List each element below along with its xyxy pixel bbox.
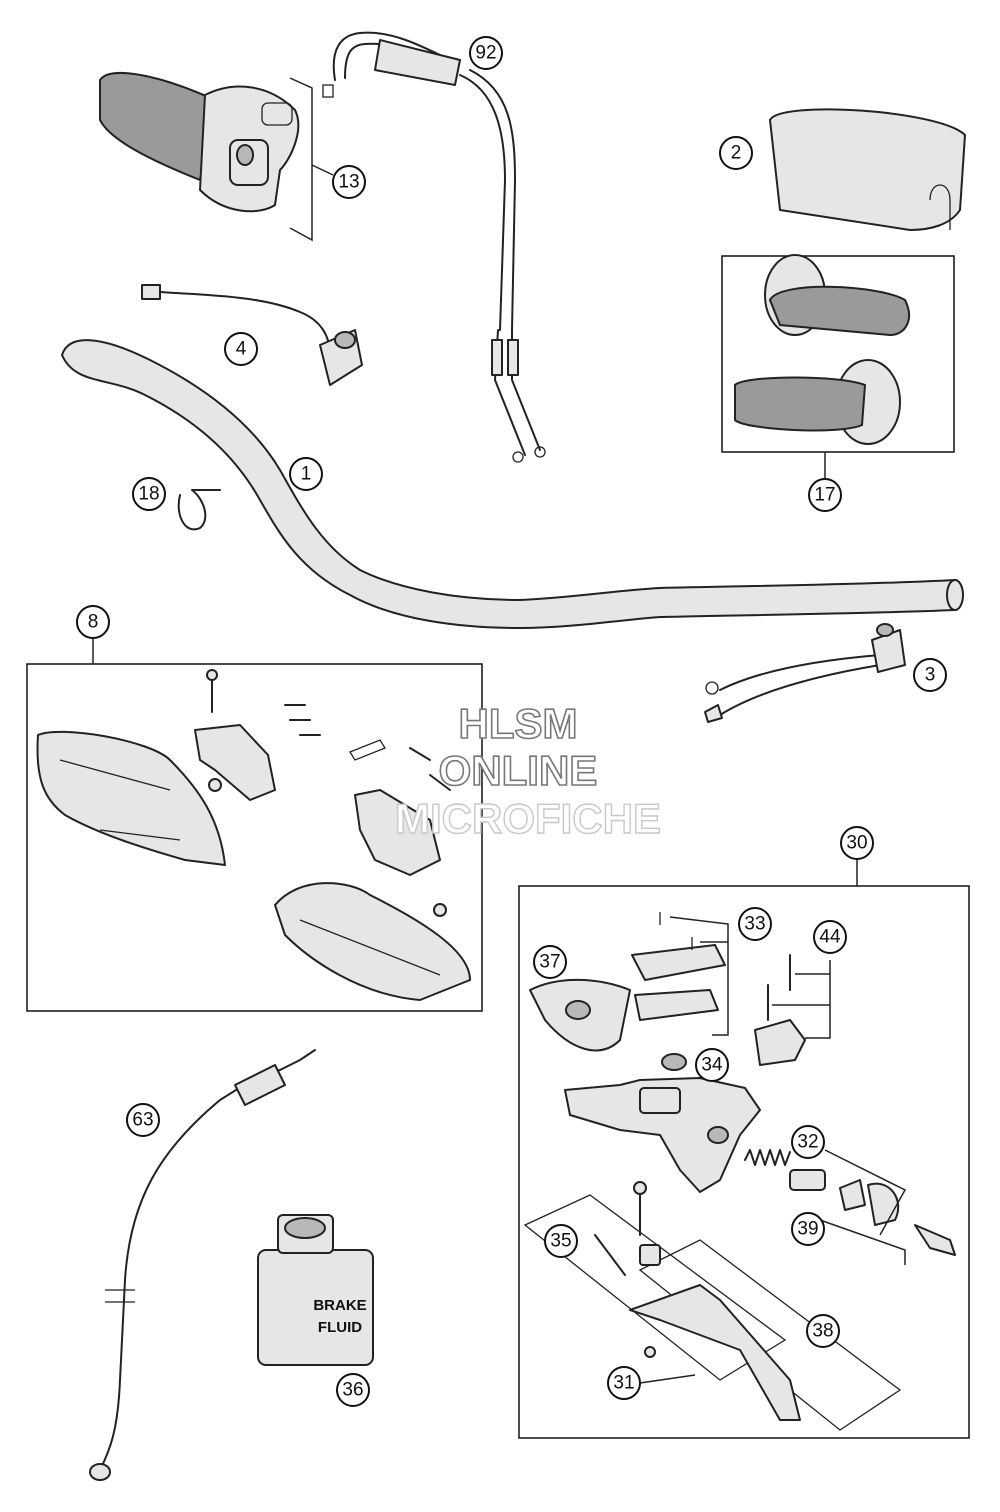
callout-8[interactable]: 8 [76,605,110,639]
grip-set [721,254,955,478]
callout-4[interactable]: 4 [224,332,258,366]
callout-label: 44 [819,927,841,948]
callout-35[interactable]: 35 [544,1224,578,1258]
callout-label: 3 [925,665,936,686]
callout-label: 32 [797,1132,818,1153]
callout-label: 36 [342,1380,363,1401]
callout-1[interactable]: 1 [289,457,323,491]
callout-32[interactable]: 32 [791,1125,825,1159]
bottle-label-line1: BRAKE [313,1297,366,1314]
callout-label: 35 [550,1231,571,1252]
watermark-line2: ONLINE [439,747,598,794]
stop-switch [141,284,363,386]
callout-2[interactable]: 2 [719,136,753,170]
callout-33[interactable]: 33 [738,907,772,941]
watermark-line1: HLSM [459,700,578,747]
callout-44[interactable]: 44 [813,920,847,954]
handguard-kit [26,638,483,1012]
callout-label: 2 [731,143,742,164]
callout-label: 17 [814,485,835,506]
brake-fluid-bottle: BRAKE FLUID [257,1214,374,1366]
callout-38[interactable]: 38 [806,1314,840,1348]
callout-36[interactable]: 36 [336,1373,370,1407]
callout-37[interactable]: 37 [533,945,567,979]
throttle-cables [332,31,546,463]
callout-92[interactable]: 92 [469,36,503,70]
callout-label: 13 [338,172,359,193]
callout-label: 18 [138,484,159,505]
callout-3[interactable]: 3 [913,658,947,692]
callout-label: 1 [301,464,312,485]
callout-label: 4 [236,339,247,360]
handlebar-pad [769,108,966,231]
watermark-line3: MICROFICHE [395,795,661,842]
callout-label: 63 [132,1110,153,1131]
callout-label: 38 [812,1321,833,1342]
start-switch [704,623,906,723]
callout-39[interactable]: 39 [791,1212,825,1246]
callout-63[interactable]: 63 [126,1103,160,1137]
callout-31[interactable]: 31 [607,1366,641,1400]
cable-tie [177,489,221,531]
throttle-grip-assembly [99,71,334,242]
bottle-label-line2: FLUID [318,1319,362,1336]
brake-hose [89,1049,316,1481]
callout-label: 33 [744,914,765,935]
callout-label: 92 [475,43,496,64]
callout-label: 37 [539,952,560,973]
callout-label: 30 [846,833,867,854]
callout-13[interactable]: 13 [332,165,366,199]
callout-label: 39 [797,1219,818,1240]
callout-label: 31 [613,1373,634,1394]
callout-label: 8 [88,612,99,633]
callout-34[interactable]: 34 [695,1048,729,1082]
callout-30[interactable]: 30 [840,826,874,860]
callout-18[interactable]: 18 [132,477,166,511]
watermark: HLSM ONLINE MICROFICHE [394,699,661,843]
callout-17[interactable]: 17 [808,478,842,512]
brake-master-cylinder-kit [518,859,970,1439]
handlebar [61,339,964,629]
callout-label: 34 [701,1055,723,1076]
